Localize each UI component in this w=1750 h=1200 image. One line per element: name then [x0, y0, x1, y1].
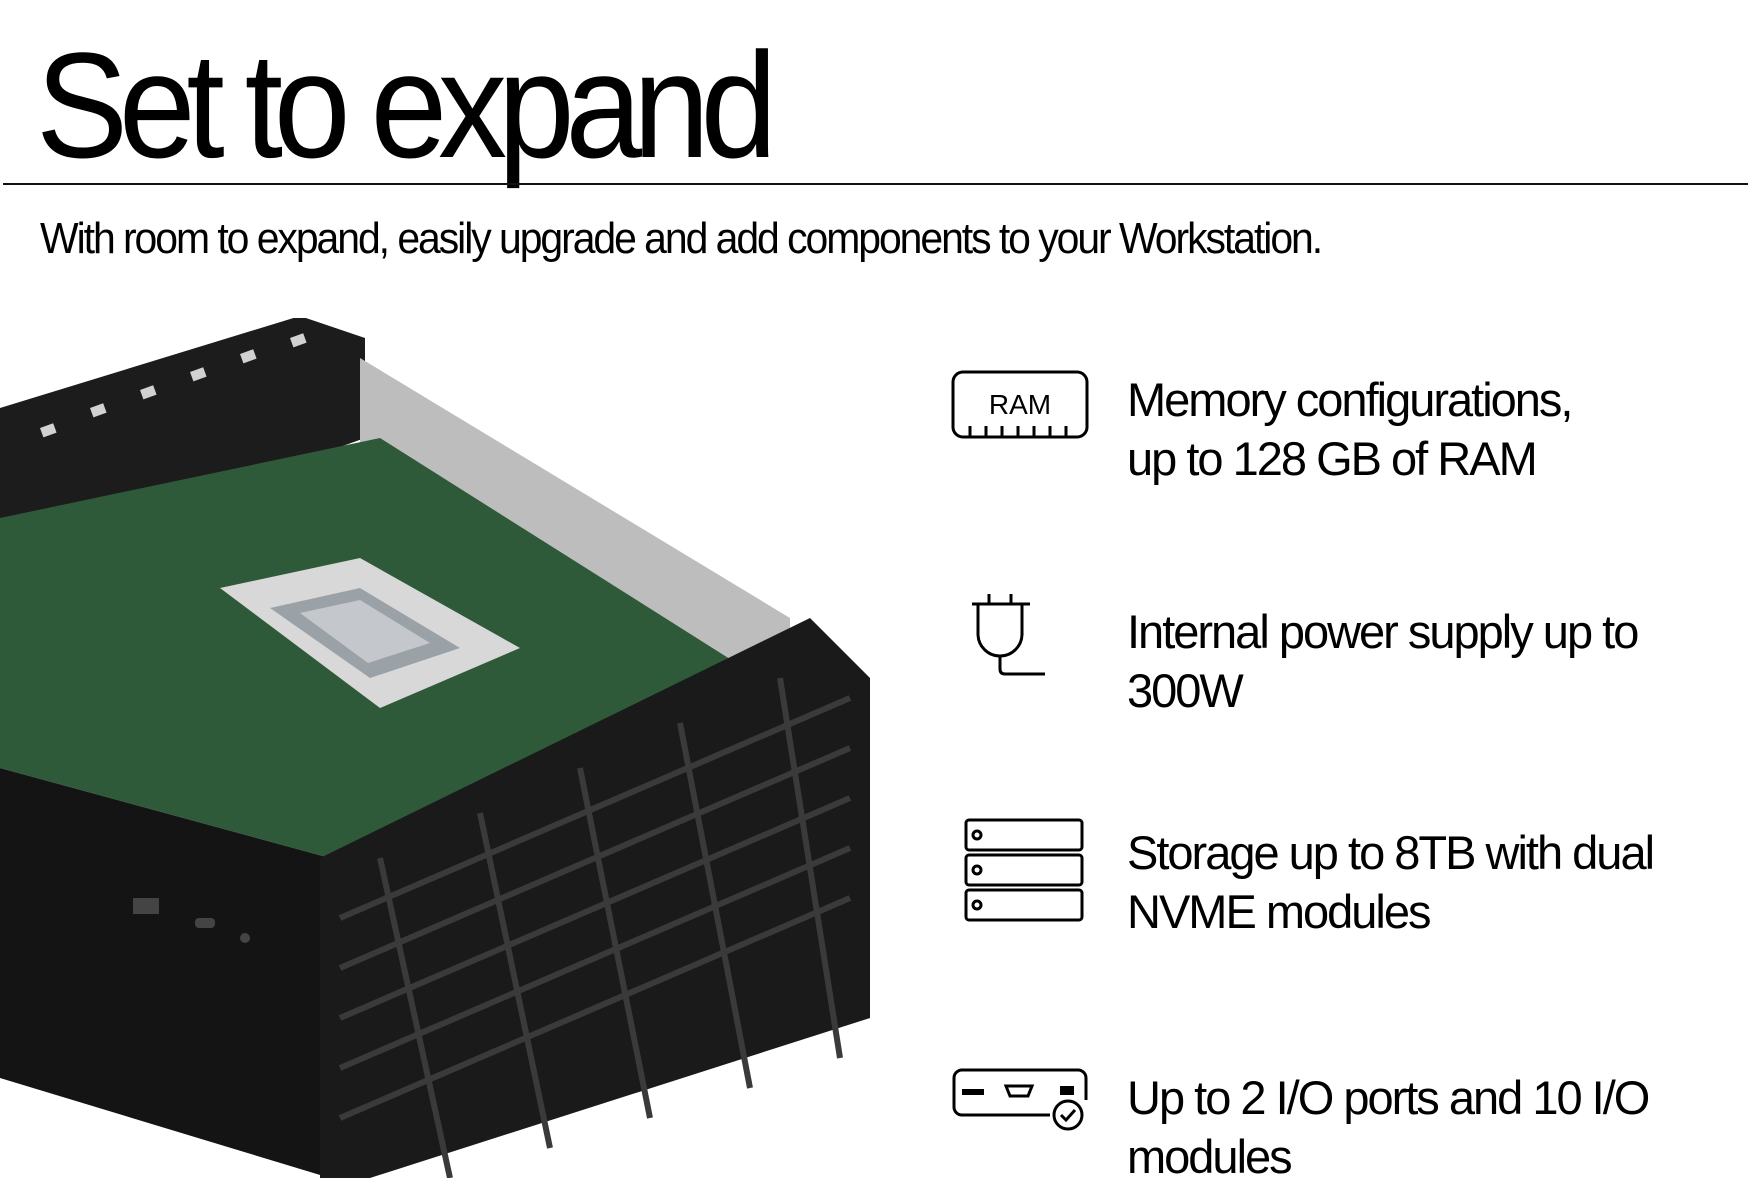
feature-line: NVME modules	[1127, 885, 1432, 938]
power-plug-icon	[972, 594, 1045, 676]
page-title: Set to expand	[36, 21, 777, 189]
feature-line: Memory configurations,	[1127, 373, 1573, 426]
feature-line: modules	[1127, 1130, 1293, 1183]
feature-power: Internal power supply up to 300W	[950, 594, 1730, 734]
feature-io: Up to 2 I/O ports and 10 I/O modules	[950, 1060, 1730, 1200]
page-subtitle: With room to expand, easily upgrade and …	[40, 214, 1323, 263]
feature-line: 300W	[1127, 664, 1244, 717]
storage-stack-icon	[964, 818, 1084, 922]
ram-icon: RAM	[951, 370, 1089, 439]
io-ports-icon	[952, 1068, 1088, 1131]
feature-line: up to 128 GB of RAM	[1127, 432, 1538, 485]
feature-line: Storage up to 8TB with dual	[1127, 826, 1655, 879]
workstation-product-image	[0, 318, 870, 1178]
ram-icon-label: RAM	[989, 389, 1051, 420]
divider	[3, 183, 1748, 185]
feature-line: Up to 2 I/O ports and 10 I/O	[1127, 1071, 1650, 1124]
feature-line: Internal power supply up to	[1127, 605, 1639, 658]
feature-memory: RAM Memory configurations, up to 128 GB o…	[950, 362, 1730, 502]
